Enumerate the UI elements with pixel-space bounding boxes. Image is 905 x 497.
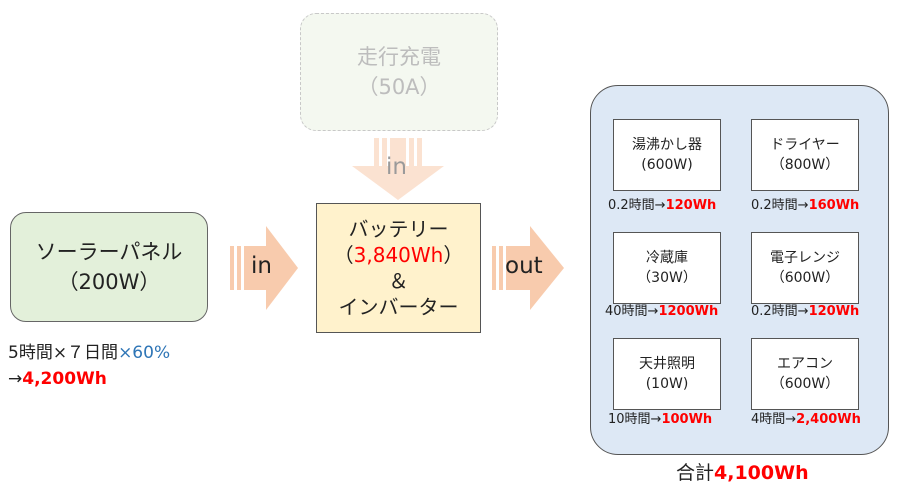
total-label: 合計 <box>676 462 715 484</box>
appliance-name: ドライヤー <box>770 137 840 153</box>
appliance-name: 電子レンジ <box>770 250 840 266</box>
solar-panel-rating: （200W） <box>57 270 161 294</box>
appliance-name: 天井照明 <box>639 356 695 372</box>
appliance-usage: 10時間→100Wh <box>608 412 712 428</box>
total-value: 4,100Wh <box>714 462 809 484</box>
appliance-usage: 0.2時間→160Wh <box>751 198 859 214</box>
in-arrow <box>230 226 298 310</box>
solar-result-value: 4,200Wh <box>22 369 107 389</box>
appliance-water-heater: 湯沸かし器 (600W) <box>613 119 721 191</box>
appliance-name: 湯沸かし器 <box>632 137 702 153</box>
appliance-refrigerator: 冷蔵庫 （30W） <box>613 232 721 304</box>
usage-hours: 4時間→ <box>751 412 797 427</box>
usage-energy: 100Wh <box>661 412 713 427</box>
usage-energy: 1200Wh <box>658 304 719 319</box>
appliance-name: エアコン <box>777 356 833 372</box>
appliance-watt: （30W） <box>637 270 697 286</box>
battery-label: バッテリー <box>348 217 449 241</box>
appliance-usage: 40時間→1200Wh <box>605 304 718 320</box>
drive-charge-rating: （50A） <box>357 75 441 99</box>
appliance-usage: 0.2時間→120Wh <box>608 198 716 214</box>
paren-close: ） <box>443 243 464 267</box>
usage-hours: 0.2時間→ <box>751 198 809 213</box>
usage-energy: 160Wh <box>808 198 860 213</box>
battery-capacity-line: （3,840Wh） <box>334 242 464 268</box>
appliance-hair-dryer: ドライヤー （800W） <box>751 119 859 191</box>
appliance-ceiling-light: 天井照明 (10W) <box>613 338 721 410</box>
appliance-microwave: 電子レンジ （600W） <box>751 232 859 304</box>
total-consumption: 合計4,100Wh <box>676 458 809 485</box>
appliance-usage: 0.2時間→120Wh <box>751 304 859 320</box>
solar-calc-main: 5時間×７日間 <box>8 343 119 363</box>
appliance-name: 冷蔵庫 <box>646 250 688 266</box>
ampersand: ＆ <box>388 269 409 293</box>
inverter-label: インバーター <box>338 295 459 319</box>
drive-charge-name: 走行充電 <box>357 45 441 69</box>
appliance-watt: （800W） <box>770 157 840 173</box>
in-arrow-label: in <box>251 253 272 279</box>
solar-panel-box: ソーラーパネル （200W） <box>10 212 208 322</box>
usage-energy: 120Wh <box>665 198 717 213</box>
usage-hours: 0.2時間→ <box>751 304 809 319</box>
battery-capacity: 3,840Wh <box>353 243 444 267</box>
drive-in-arrow <box>352 138 444 200</box>
usage-hours: 10時間→ <box>608 412 662 427</box>
usage-energy: 120Wh <box>808 304 860 319</box>
drive-charge-box: 走行充電 （50A） <box>300 13 498 131</box>
appliance-watt: (600W) <box>641 157 693 173</box>
appliance-watt: (10W) <box>645 376 689 392</box>
solar-calc-factor: ×60% <box>118 343 171 363</box>
drive-in-label: in <box>386 154 407 180</box>
usage-energy: 2,400Wh <box>796 412 861 427</box>
paren-open: （ <box>333 243 354 267</box>
out-arrow-label: out <box>505 253 543 279</box>
appliance-air-conditioner: エアコン （600W） <box>751 338 859 410</box>
appliance-watt: （600W） <box>770 376 840 392</box>
solar-calculation: 5時間×７日間×60% →4,200Wh <box>8 340 170 392</box>
out-arrow <box>492 226 564 310</box>
solar-panel-name: ソーラーパネル <box>35 240 183 264</box>
usage-hours: 0.2時間→ <box>608 198 666 213</box>
usage-hours: 40時間→ <box>605 304 659 319</box>
appliance-watt: （600W） <box>770 270 840 286</box>
battery-inverter-box: バッテリー （3,840Wh） ＆ インバーター <box>316 203 481 333</box>
appliance-usage: 4時間→2,400Wh <box>751 412 861 428</box>
solar-result-arrow: → <box>8 369 23 389</box>
